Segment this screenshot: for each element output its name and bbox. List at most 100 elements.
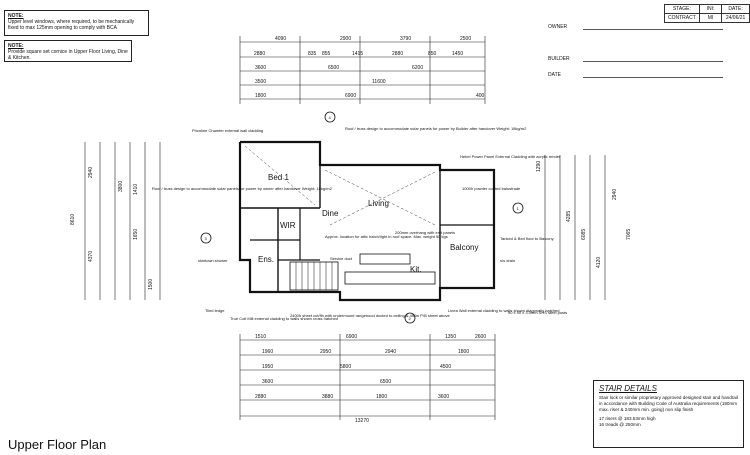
title-block: STAGE: INI: DATE: CONTRACT MI 24/06/21: [664, 4, 750, 23]
dim-top5-1: 6900: [345, 93, 356, 99]
dim-bottom4-0: 3600: [262, 379, 273, 385]
dim-left-1: 3800: [118, 181, 124, 192]
room-balcony: Balcony: [450, 243, 478, 252]
dim-left-3: 1650: [133, 229, 139, 240]
room-living: Living: [368, 199, 389, 208]
dim-bottom3-0: 1950: [262, 364, 273, 370]
note-text: Upper level windows, where required, to …: [8, 19, 135, 31]
dim-top2-5: 850: [428, 51, 437, 57]
dim-right-5: 7065: [626, 229, 632, 240]
section-marker-4: 4: [324, 111, 336, 123]
left-dimensions: [84, 142, 161, 300]
annot-overhang: 200mm overhang with end panels: [395, 230, 455, 235]
dim-bottom1-2: 1350: [445, 334, 456, 340]
dim-bottom1-3: 2600: [475, 334, 486, 340]
annot-linea: Linea Wall external cladding to walls sh…: [448, 308, 559, 313]
dim-bottom5-2: 1800: [376, 394, 387, 400]
section-marker-2: 2: [404, 312, 416, 324]
annot-truecolt: True Colt Mill external cladding to wall…: [230, 316, 338, 321]
dim-top3-0: 3600: [255, 65, 266, 71]
bottom-dimensions: [239, 334, 496, 420]
dim-bottom4-1: 6500: [380, 379, 391, 385]
note-cornice: NOTE: Provide square set cornice in Uppe…: [4, 40, 132, 62]
dim-bottom2-1: 2950: [320, 349, 331, 355]
right-dimensions: [544, 155, 606, 300]
room-kit: Kit.: [410, 265, 422, 274]
dim-top5-2: 400: [476, 93, 485, 99]
room-wir: WIR: [280, 221, 296, 230]
annot-attic: Approx. location for attic hatch/light i…: [325, 234, 448, 239]
dim-right-1: 4285: [566, 211, 572, 222]
dim-top1-2: 3790: [400, 36, 411, 42]
owner-label: OWNER: [548, 24, 568, 30]
annot-hebel: Hebel Power Panel External Cladding with…: [460, 154, 561, 159]
dim-top5-0: 1800: [255, 93, 266, 99]
stair-text: Stair lock or similar proprietary approv…: [599, 395, 738, 412]
date-label: DATE: [548, 72, 561, 78]
stair-title: STAIR DETAILS: [599, 384, 657, 393]
dim-top2-0: 2880: [254, 51, 265, 57]
stair-risers: 17 risers @ 183.53mm high: [599, 416, 656, 421]
dim-bottom2-3: 1800: [458, 349, 469, 355]
building-outline: [238, 140, 496, 302]
builder-signoff: BUILDER: [548, 56, 723, 62]
annot-shower: skintown shower: [198, 258, 228, 263]
date-signoff: DATE: [548, 72, 723, 78]
room-ens: Ens.: [258, 255, 274, 264]
svg-text:2: 2: [409, 316, 412, 321]
dim-top3-2: 6200: [412, 65, 423, 71]
annot-drain: s/s drain: [500, 258, 515, 263]
stair-details: STAIR DETAILS Stair lock or similar prop…: [593, 380, 744, 448]
note-title: NOTE:: [8, 43, 24, 49]
dim-top2-2: 855: [322, 51, 331, 57]
date-value: 24/06/21: [721, 13, 750, 23]
dim-right-0: 1290: [536, 161, 542, 172]
dim-overall: 13270: [355, 418, 369, 424]
section-marker-3: 3: [200, 232, 212, 244]
top-dimensions: [239, 36, 486, 104]
dim-top2-1: 835: [308, 51, 317, 57]
dim-bottom5-1: 3880: [322, 394, 333, 400]
dim-bottom1-0: 1510: [255, 334, 266, 340]
annot-roof-owner: Roof / truss design to accommodate solar…: [152, 186, 333, 191]
dim-top3-1: 6500: [328, 65, 339, 71]
dim-left-4: 4370: [88, 251, 94, 262]
annot-balustrade: 1000h powder coated balustrade: [462, 186, 521, 191]
note-title: NOTE:: [8, 13, 24, 19]
owner-signoff: OWNER: [548, 24, 723, 30]
dim-top1-1: 2900: [340, 36, 351, 42]
dim-top2-6: 1450: [452, 51, 463, 57]
dim-left-2: 1410: [133, 184, 139, 195]
ini-value: MI: [698, 13, 723, 23]
plan-title: Upper Floor Plan: [8, 437, 107, 452]
note-windows: NOTE: Upper level windows, where require…: [4, 10, 149, 36]
dim-top4-0: 3500: [255, 79, 266, 85]
dim-top4-1: 11600: [372, 79, 386, 85]
annot-roof-builder: Roof / truss design to accommodate solar…: [345, 126, 527, 131]
dim-top2-3: 1415: [352, 51, 363, 57]
stair-treads: 16 treads @ 250mm: [599, 422, 641, 427]
dim-right-2: 6085: [581, 229, 587, 240]
svg-text:1: 1: [517, 206, 520, 211]
dim-top1-3: 2500: [460, 36, 471, 42]
annot-tiled-ledge: Tiled ledge: [205, 308, 225, 313]
dim-left-5: 1500: [148, 279, 154, 290]
section-marker-1: 1: [512, 202, 524, 214]
dim-top2-4: 2880: [392, 51, 403, 57]
dim-right-3: 2940: [612, 189, 618, 200]
svg-text:4: 4: [329, 115, 332, 120]
svg-text:3: 3: [205, 236, 208, 241]
dim-bottom1-1: 6900: [346, 334, 357, 340]
dim-bottom5-0: 2880: [255, 394, 266, 400]
dim-bottom3-2: 4500: [440, 364, 451, 370]
annot-service-duct: Service duct: [330, 256, 353, 261]
room-dine: Dine: [322, 209, 339, 218]
note-text: Provide square set cornice in Upper Floo…: [8, 49, 128, 61]
room-bed1: Bed 1: [268, 173, 289, 182]
dim-left-0: 2940: [88, 167, 94, 178]
dim-bottom5-3: 3600: [438, 394, 449, 400]
dim-bottom3-1: 5800: [340, 364, 351, 370]
dim-right-4: 4120: [596, 257, 602, 268]
annot-rangehood: 2400h sheet cut/flh with undermount rang…: [290, 313, 450, 318]
